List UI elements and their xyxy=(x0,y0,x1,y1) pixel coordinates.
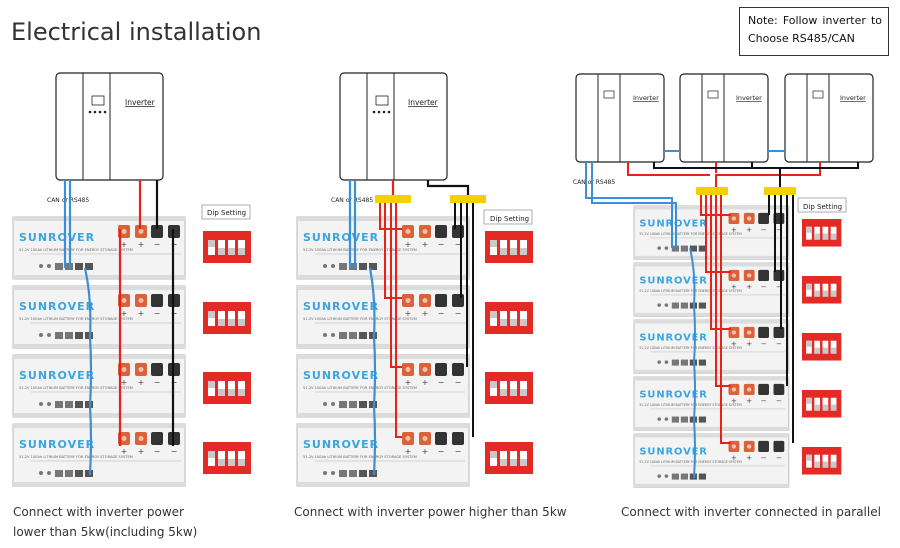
note-line-2: Choose RS485/CAN xyxy=(748,32,855,45)
battery-subtitle: 51.2V 100Ah LITHIUM BATTERY FOR ENERGY S… xyxy=(19,248,133,252)
battery-subtitle: 51.2V 100Ah LITHIUM BATTERY FOR ENERGY S… xyxy=(639,460,742,464)
caption-1-line-2: lower than 5kw(including 5kw) xyxy=(13,525,198,539)
note-line-1: Note: Follow inverter to xyxy=(748,14,882,27)
battery-brand: SUNROVER xyxy=(19,438,95,451)
dip-title-2: Dip Setting xyxy=(490,215,529,223)
battery-brand: SUNROVER xyxy=(639,276,707,287)
comm-label-1: CAN or RS485 xyxy=(47,197,89,204)
battery-brand: SUNROVER xyxy=(303,369,379,382)
battery-subtitle: 51.2V 100Ah LITHIUM BATTERY FOR ENERGY S… xyxy=(19,455,133,459)
battery-brand: SUNROVER xyxy=(19,300,95,313)
battery-brand: SUNROVER xyxy=(19,231,95,244)
inverter-2-label: Inverter xyxy=(408,98,439,107)
battery-subtitle: 51.2V 100Ah LITHIUM BATTERY FOR ENERGY S… xyxy=(639,403,742,407)
inverter-3b-label: Inverter xyxy=(736,94,762,102)
battery-brand: SUNROVER xyxy=(639,333,707,344)
dip-title-1: Dip Setting xyxy=(207,209,246,217)
caption-3: Connect with inverter connected in paral… xyxy=(621,505,881,519)
battery-brand: SUNROVER xyxy=(639,390,707,401)
battery-subtitle: 51.2V 100Ah LITHIUM BATTERY FOR ENERGY S… xyxy=(303,386,417,390)
battery-subtitle: 51.2V 100Ah LITHIUM BATTERY FOR ENERGY S… xyxy=(19,386,133,390)
battery-brand: SUNROVER xyxy=(303,438,379,451)
comm-label-3: CAN or RS485 xyxy=(573,179,615,186)
battery-subtitle: 51.2V 100Ah LITHIUM BATTERY FOR ENERGY S… xyxy=(639,346,742,350)
caption-2: Connect with inverter power higher than … xyxy=(294,505,567,519)
battery-subtitle: 51.2V 100Ah LITHIUM BATTERY FOR ENERGY S… xyxy=(303,455,417,459)
panel-1: Inverter CAN or RS485 SUNROVER 51.2V 100A… xyxy=(12,72,251,487)
note-box: Note: Follow inverter to Choose RS485/CA… xyxy=(739,7,889,56)
battery-subtitle: 51.2V 100Ah LITHIUM BATTERY FOR ENERGY S… xyxy=(303,248,417,252)
battery-subtitle: 51.2V 100Ah LITHIUM BATTERY FOR ENERGY S… xyxy=(639,232,742,236)
battery-subtitle: 51.2V 100Ah LITHIUM BATTERY FOR ENERGY S… xyxy=(639,289,742,293)
panel-3: Inverter Inverter Inverter CAN or RS485 … xyxy=(573,73,874,488)
caption-1: Connect with inverter power lower than 5… xyxy=(13,502,213,542)
battery-subtitle: 51.2V 100Ah LITHIUM BATTERY FOR ENERGY S… xyxy=(19,317,133,321)
inverter-3c-label: Inverter xyxy=(840,94,866,102)
comm-label-2: CAN or RS485 xyxy=(331,197,373,204)
battery-brand: SUNROVER xyxy=(639,447,707,458)
battery-brand: SUNROVER xyxy=(639,219,707,230)
page-title: Electrical installation xyxy=(11,18,262,46)
inverter-3a-label: Inverter xyxy=(633,94,659,102)
battery-brand: SUNROVER xyxy=(303,300,379,313)
battery-brand: SUNROVER xyxy=(303,231,379,244)
battery-brand: SUNROVER xyxy=(19,369,95,382)
battery-subtitle: 51.2V 100Ah LITHIUM BATTERY FOR ENERGY S… xyxy=(303,317,417,321)
caption-1-line-1: Connect with inverter power xyxy=(13,505,184,519)
panel-2: Inverter CAN or RS485 SUNROVER 51.2V 100A… xyxy=(296,72,533,487)
dip-title-3: Dip Setting xyxy=(803,203,842,211)
inverter-1-label: Inverter xyxy=(125,98,156,107)
